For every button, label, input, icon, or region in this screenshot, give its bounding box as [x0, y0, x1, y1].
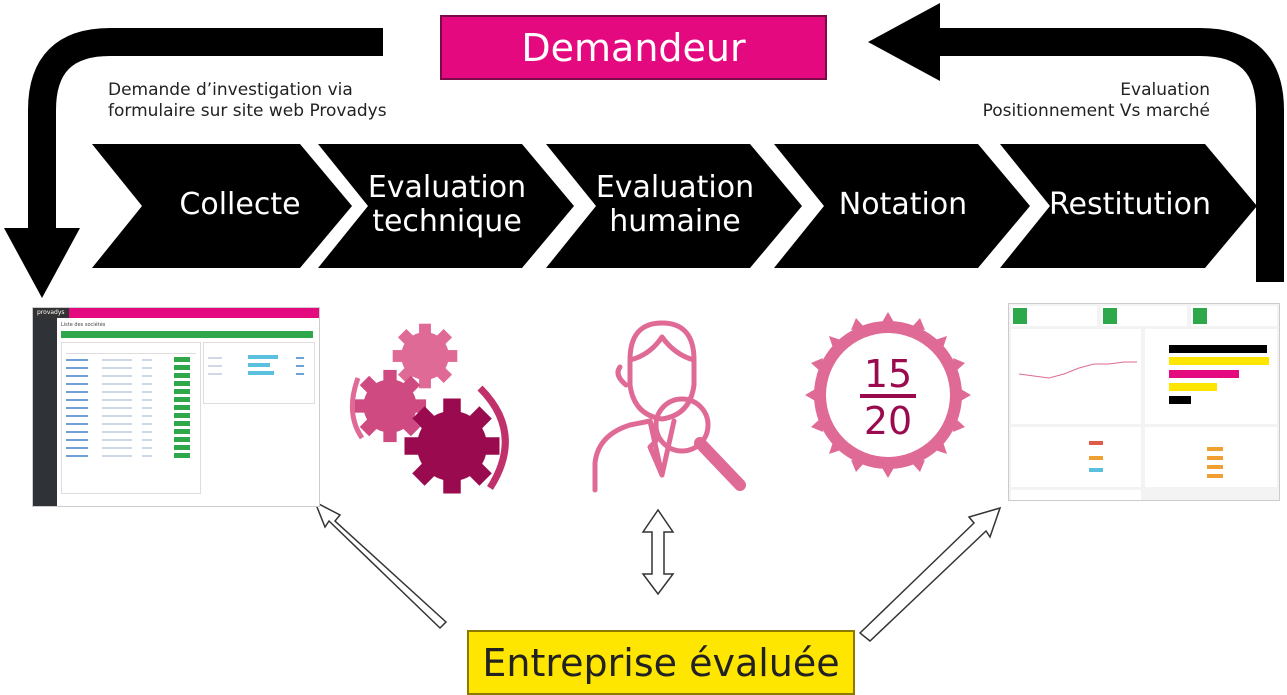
- step-2-label-line-2: technique: [372, 204, 522, 239]
- right-note: Evaluation Positionnement Vs marché: [955, 80, 1210, 122]
- chevron-collecte: [92, 144, 352, 268]
- company-list-screenshot: provadys Liste des sociétés: [32, 307, 320, 507]
- left-note-line-2: formulaire sur site web Provadys: [108, 101, 387, 121]
- step-1-label: Collecte: [179, 187, 301, 222]
- step-2-label-line-1: Evaluation: [367, 170, 527, 205]
- step-collecte: Collecte: [150, 160, 330, 250]
- side-panel-rows: [208, 355, 304, 375]
- screenshot-header: provadys: [33, 308, 319, 318]
- score-divider: [860, 394, 916, 398]
- gears-icon: [349, 323, 509, 494]
- right-note-line-2: Positionnement Vs marché: [982, 101, 1210, 121]
- screenshot-green-bar: [61, 331, 313, 338]
- dashboard-graphics: [1011, 306, 1277, 500]
- evaluated-company-label: Entreprise évaluée: [482, 640, 840, 685]
- dashboard-screenshot: [1008, 303, 1280, 501]
- chevron-restitution: [1000, 144, 1257, 268]
- score-badge: 15 20: [805, 312, 971, 478]
- left-note-line-1: Demande d’investigation via: [108, 80, 353, 100]
- person-magnifier-icon: [592, 320, 746, 493]
- screenshot-title: Liste des sociétés: [61, 322, 106, 328]
- score-denominator: 20: [864, 399, 912, 443]
- chevron-evaluation-technique: [318, 144, 574, 268]
- screenshot-table: [61, 342, 201, 494]
- left-arrowhead: [4, 228, 80, 298]
- screenshot-table-rows: [66, 353, 196, 458]
- step-4-label: Notation: [838, 187, 968, 222]
- right-return-arrow: [935, 28, 1284, 282]
- arrow-to-left-screen: [313, 500, 448, 630]
- step-3-label-line-2: humaine: [609, 204, 741, 239]
- screenshot-sidebar: [33, 318, 57, 506]
- left-note: Demande d’investigation via formulaire s…: [108, 80, 387, 122]
- left-return-arrow: [28, 28, 383, 232]
- table-rows: [66, 357, 190, 458]
- step-notation: Notation: [818, 160, 988, 250]
- screenshot-side-panel: [203, 342, 315, 404]
- provadys-logo: provadys: [33, 308, 69, 318]
- step-3-label-line-1: Evaluation: [595, 170, 755, 205]
- right-note-line-1: Evaluation: [1120, 80, 1210, 100]
- score-numerator: 15: [864, 352, 912, 396]
- evaluated-company-box: Entreprise évaluée: [467, 630, 855, 695]
- requester-label: Demandeur: [521, 25, 746, 70]
- double-arrow: [641, 508, 675, 596]
- right-arrowhead: [868, 3, 940, 81]
- requester-box: Demandeur: [440, 15, 827, 80]
- step-5-label: Restitution: [1049, 187, 1211, 222]
- arrow-to-right-screen: [858, 506, 1002, 642]
- step-restitution: Restitution: [1045, 160, 1215, 250]
- chevron-notation: [774, 144, 1030, 268]
- chevron-evaluation-humaine: [546, 144, 802, 268]
